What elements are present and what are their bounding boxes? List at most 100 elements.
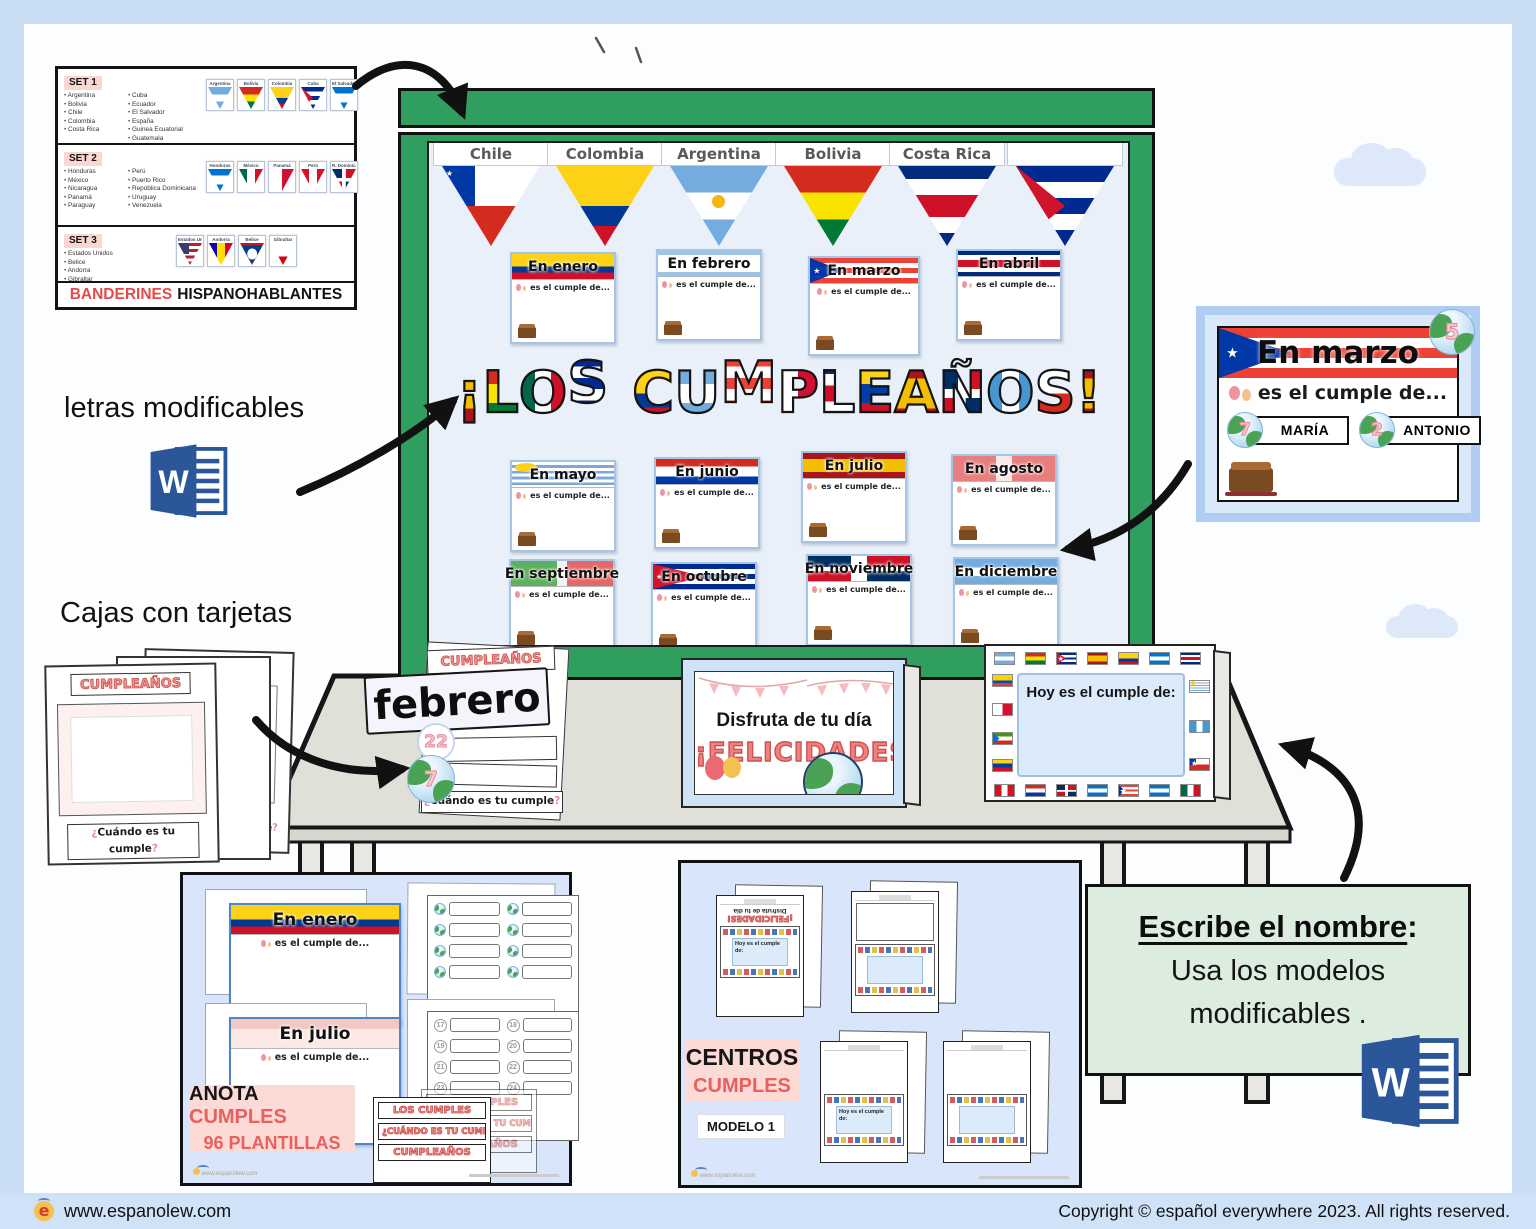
pennant-thumbnail: Cuba <box>299 79 327 111</box>
set3-country-list: Estados Unidos Belice Andorra Gibraltar <box>64 250 120 284</box>
flag-colombia-icon <box>1118 652 1139 665</box>
country: Perú <box>128 168 196 177</box>
flag-ecuador-icon <box>992 674 1013 687</box>
student-name: MARÍA <box>1255 415 1349 445</box>
cake-icon <box>659 634 677 645</box>
footer-site: e www.espanolew.com <box>34 1198 231 1222</box>
month-name: En julio <box>824 457 884 474</box>
month-name: En enero <box>528 258 598 275</box>
board-field: Chile Colombia Argentina Bolivia Costa R… <box>427 141 1130 647</box>
cajas-con-tarjetas-label: Cajas con tarjetas <box>60 597 293 629</box>
cake-icon <box>964 321 982 335</box>
balloons-icon <box>662 281 668 288</box>
cake-icon <box>518 324 536 338</box>
month-name: En octubre <box>661 568 747 585</box>
cajas-pages-stack: ¿Cuándo es tu cumple? CUMPLEAÑOS ¿Cuándo… <box>44 648 295 870</box>
country: Nicaragua <box>64 185 120 194</box>
pennant-thumbnail: Panamá <box>268 161 296 193</box>
balloon-icon <box>705 756 725 780</box>
globe-icon <box>434 966 446 978</box>
country: Venezuela <box>128 202 196 211</box>
mini-footer-copyright <box>469 1174 559 1177</box>
globe-number-badge: 7 <box>407 755 455 803</box>
board-top-rail <box>398 88 1155 128</box>
date-number: 17 <box>434 1018 447 1032</box>
centros-cumples-panel: ¡FELICIDADES! Disfruta de tu día Hoy es … <box>678 860 1082 1188</box>
flag-bolivia-icon <box>239 87 263 109</box>
country: Paraguay <box>64 202 120 211</box>
month-name: En julio <box>279 1023 351 1044</box>
month-card-octubre: En octubre es el cumple de... <box>651 562 757 645</box>
modelo-1-label: MODELO 1 <box>698 1115 784 1138</box>
footer-copyright: Copyright © español everywhere 2023. All… <box>1058 1200 1510 1221</box>
globe-icon <box>506 945 519 957</box>
pennant-thumbnail: Argentina <box>206 79 234 111</box>
cake-icon <box>517 631 535 645</box>
mini-flags-border <box>855 944 935 996</box>
name-labels-sheet <box>427 895 579 1019</box>
cake-icon <box>518 532 536 546</box>
month-name: En febrero <box>667 255 751 272</box>
country: Belice <box>64 259 120 268</box>
student-name: ANTONIO <box>1387 415 1481 445</box>
disfruta-text: Disfruta de tu día <box>716 710 872 731</box>
escribe-line3: modificables . <box>1189 998 1367 1030</box>
pennant-thumbnail: México <box>237 161 265 193</box>
flag-colombia-icon <box>556 166 654 246</box>
month-card-header: En febrero <box>658 251 760 277</box>
flag-panama-icon <box>270 169 294 191</box>
flag-honduras-icon <box>208 169 232 191</box>
garland-icon <box>698 677 893 698</box>
cuando-cumple-label: ¿Cuándo es tu cumple? <box>67 821 200 861</box>
pennant-thumbnail: Estados Unidos <box>176 235 204 267</box>
month-name: En agosto <box>964 460 1044 477</box>
set1-row: SET 1 Argentina Bolivia Chile Colombia C… <box>58 69 358 145</box>
pennant-thumbnail: Belice <box>238 235 266 267</box>
template-page-front: CUMPLEAÑOS ¿Cuándo es tu cumple? <box>44 662 220 866</box>
flag-estados-unidos-icon <box>178 243 202 265</box>
flag-peru-icon <box>301 169 325 191</box>
board-title: ¡LOS CUMPLEAÑOS! <box>455 355 1102 426</box>
globe-icon <box>803 752 863 794</box>
country: Chile <box>64 109 120 118</box>
flag-paraguay-icon <box>1025 784 1046 797</box>
flag-puerto-rico-icon <box>1118 784 1139 797</box>
flag-costa-rica-icon <box>898 166 996 246</box>
balloons-icon <box>807 483 813 490</box>
country: Panamá <box>64 194 120 203</box>
balloons-icon <box>260 940 266 947</box>
anota-cumples-title: ANOTA CUMPLES 96 PLANTILLAS <box>189 1083 355 1153</box>
globe-icon <box>506 966 519 978</box>
month-name: En noviembre <box>804 560 914 577</box>
pennant-thumbnail: Gibraltar <box>269 235 297 267</box>
flag-peru-icon <box>994 784 1015 797</box>
cuando-cumple-label: ¿Cuándo es tu cumple? <box>421 791 563 813</box>
flag-andorra-icon <box>209 243 233 265</box>
cake-icon <box>816 336 834 350</box>
name-tag: 2 ANTONIO <box>1359 412 1481 448</box>
country: Colombia <box>64 118 120 127</box>
balloons-icon <box>260 1054 266 1061</box>
word-icon: W <box>1356 1022 1462 1140</box>
country: Gibraltar <box>64 276 120 285</box>
pennant-thumbnail: El Salvador <box>330 79 358 111</box>
balloons-icon <box>812 586 818 593</box>
country: Andorra <box>64 267 120 276</box>
escribe-line2: Usa los modelos <box>1170 955 1386 987</box>
anota-cumples-panel: En enero es el cumple de... En julio es … <box>180 872 579 1186</box>
month-name: En abril <box>978 255 1040 272</box>
country: Puerto Rico <box>128 177 196 186</box>
mini-flags-border: Hoy es el cumple de: <box>824 1094 904 1146</box>
country: República Dominicana <box>128 185 196 194</box>
country: Guinea Ecuatorial <box>128 126 184 135</box>
febrero-calendar-box: CUMPLEAÑOS febrero 22 7 ¿Cuándo es tu cu… <box>363 641 570 821</box>
globe-number-icon: 2 <box>1359 412 1395 448</box>
flag-el-salvador-icon <box>1149 784 1170 797</box>
cake-icon <box>814 626 832 640</box>
word-icon: W <box>146 436 230 526</box>
centros-cumples-title: CENTROS CUMPLES <box>685 1040 799 1102</box>
month-card-junio: En junio es el cumple de... <box>654 457 760 549</box>
flag-panama-icon <box>992 703 1013 716</box>
flag-chile-icon <box>1189 758 1210 771</box>
